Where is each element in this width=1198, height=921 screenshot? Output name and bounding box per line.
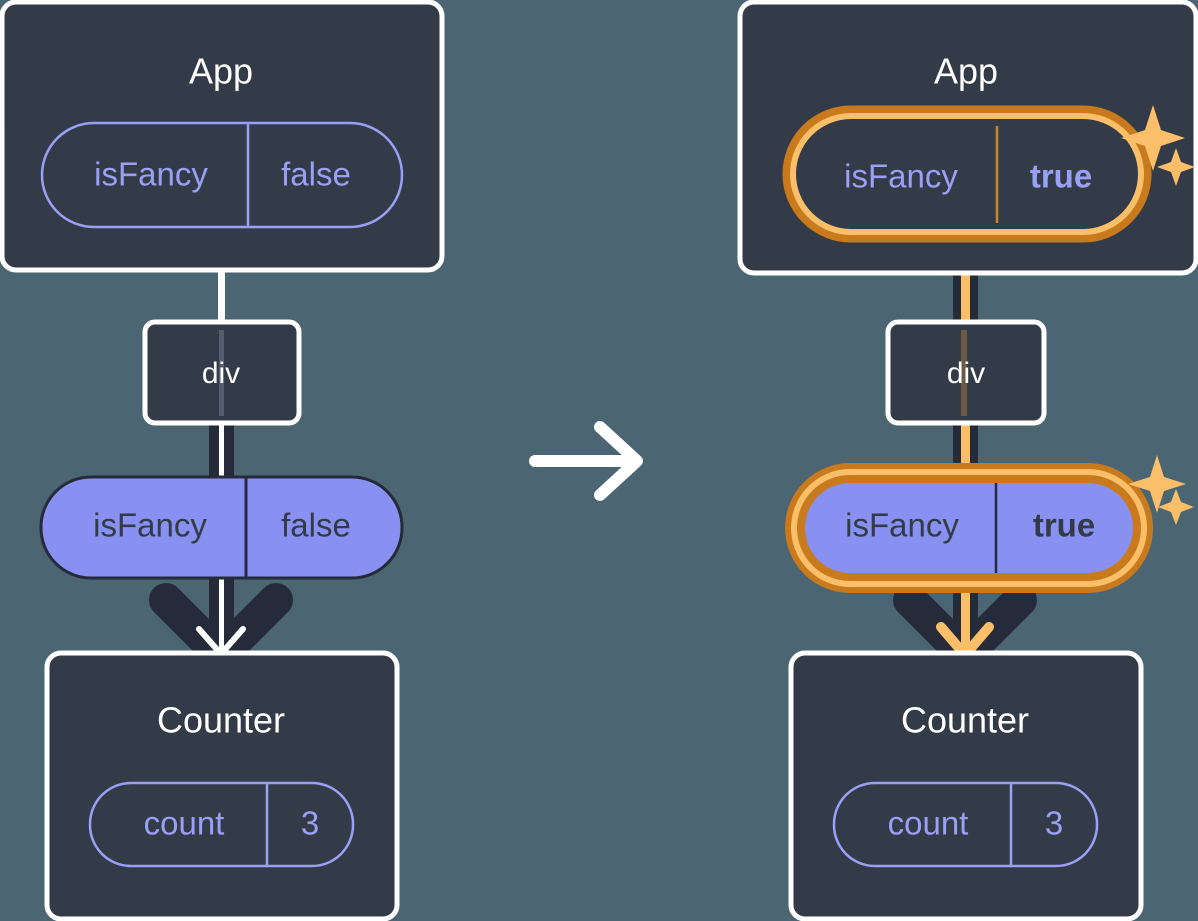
node-app-title-right: App — [934, 51, 998, 92]
prop-pill-value-left: false — [281, 507, 351, 544]
node-counter-title-right: Counter — [901, 700, 1029, 741]
state-pill-counter-value-right: 3 — [1045, 805, 1063, 842]
prop-pill-right[interactable]: isFancy true — [785, 455, 1194, 593]
node-div-label-right: div — [947, 357, 985, 390]
state-pill-app-value-left: false — [281, 156, 351, 193]
edge-div-to-prop-left — [209, 420, 234, 486]
node-counter-title-left: Counter — [157, 700, 285, 741]
node-app-left[interactable]: App — [0, 0, 445, 273]
node-div-left[interactable]: div — [142, 319, 302, 426]
state-pill-counter-value-left: 3 — [301, 805, 319, 842]
sparkle-icon-app — [1121, 105, 1195, 186]
sparkle-icon-prop — [1128, 455, 1194, 525]
state-pill-counter-left[interactable]: count 3 — [88, 781, 355, 868]
panel-after: App isFancy true div isFan — [737, 0, 1198, 921]
prop-pill-value-right: true — [1033, 507, 1095, 544]
edge-app-to-div-left — [218, 262, 225, 326]
node-div-right[interactable]: div — [885, 319, 1047, 426]
state-pill-counter-key-left: count — [144, 805, 225, 842]
state-pill-app-key-right: isFancy — [844, 158, 958, 195]
transition-arrow-right-icon — [529, 421, 643, 501]
prop-pill-left[interactable]: isFancy false — [39, 475, 404, 580]
node-counter-right[interactable]: Counter — [788, 650, 1144, 921]
state-pill-app-left[interactable]: isFancy false — [40, 121, 404, 229]
highlight-ring-outer-app — [782, 105, 1152, 243]
highlight-ring-inner-prop — [791, 469, 1147, 587]
highlight-ring-inner-app — [790, 113, 1144, 235]
state-pill-app-value-right: true — [1030, 158, 1092, 195]
node-div-label-left: div — [202, 357, 240, 390]
state-pill-counter-key-right: count — [888, 805, 969, 842]
panel-before: App isFancy false div isFancy false Coun… — [0, 0, 445, 921]
state-pill-app-key-left: isFancy — [94, 156, 208, 193]
prop-pill-key-right: isFancy — [845, 507, 959, 544]
state-pill-app-right[interactable]: isFancy true — [782, 105, 1195, 243]
prop-pill-key-left: isFancy — [93, 507, 207, 544]
node-app-right[interactable]: App — [737, 0, 1198, 276]
state-pill-counter-right[interactable]: count 3 — [832, 781, 1099, 868]
node-app-title-left: App — [189, 51, 253, 92]
node-counter-left[interactable]: Counter — [44, 650, 400, 921]
